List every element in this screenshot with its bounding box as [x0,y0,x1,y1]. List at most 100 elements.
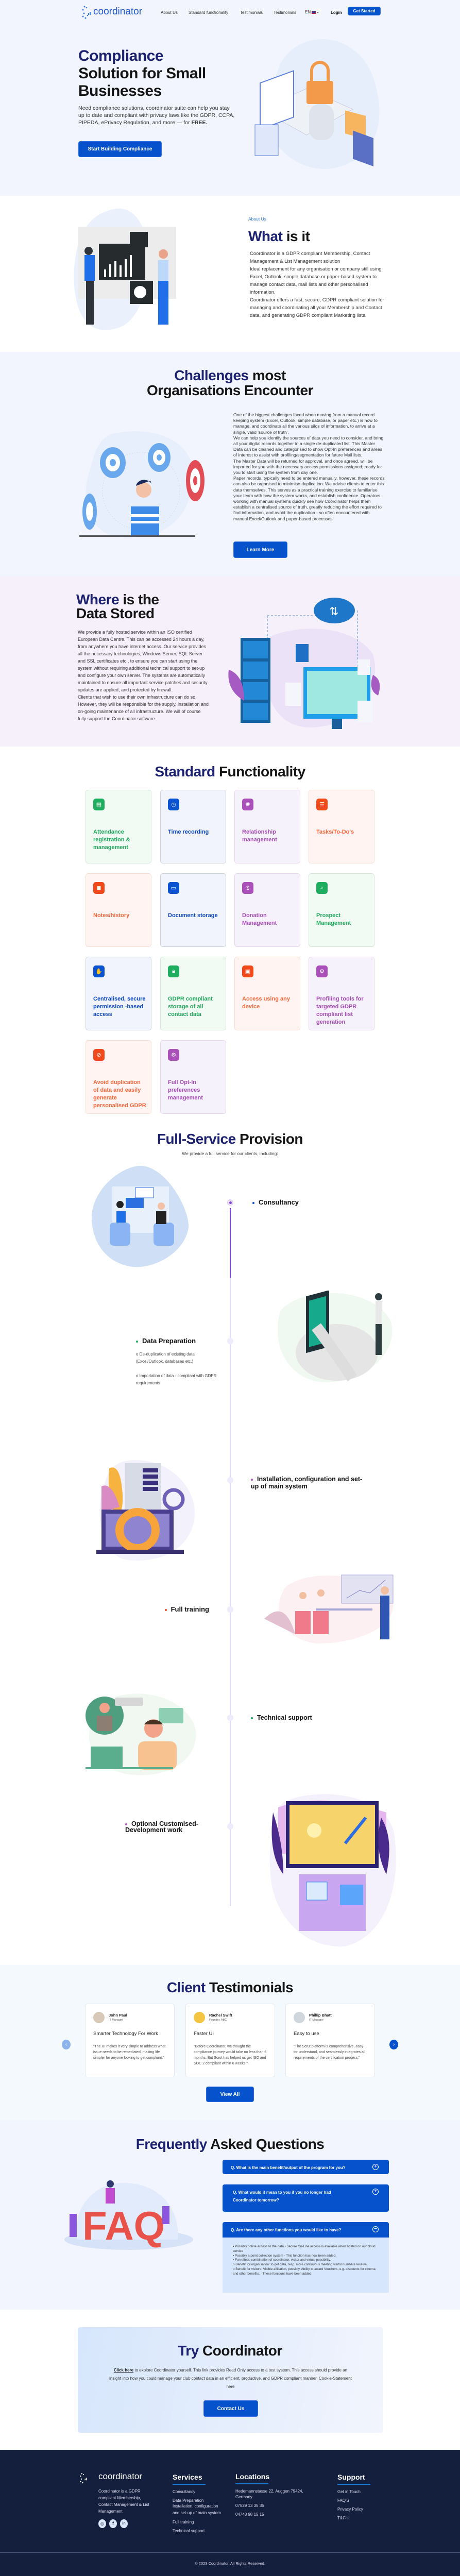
faq-question-text: Q. What would it mean to you if you no l… [233,2190,331,2202]
about-paragraph: Ideal replacement for any organisation o… [250,266,382,295]
service-title: Full training [171,1605,209,1613]
faq-question-3[interactable]: Q. Are there any other functions you wou… [223,2222,389,2238]
checklist-icon: ☰ [316,799,328,810]
linkedin-icon[interactable]: in [120,2519,128,2528]
feature-label: Relationship management [242,829,277,843]
footer-phone[interactable]: 07529 13 35 35 [235,2503,264,2508]
service-title: Installation, configuration and set-up o… [251,1476,363,1490]
faq-answer-panel: ▪ Possibly online access to the data - S… [223,2238,389,2293]
data-preparation-illustration [270,1290,395,1383]
bullet-icon [252,1201,254,1204]
faq-illustration: FAQ [62,2173,196,2252]
footer-brand: coordinator [98,2471,143,2481]
feature-label: Document storage [168,912,218,919]
footer-link[interactable]: T&C's [337,2516,349,2520]
try-title-rest: Coordinator [198,2343,282,2359]
login-link[interactable]: Login [331,10,342,15]
footer-link[interactable]: Technical support [173,2529,205,2533]
heading-underline [173,2484,206,2485]
nav-standard-functionality[interactable]: Standard functionality [189,10,228,15]
testimonials-title-accent: Client [166,1979,206,1995]
language-selector[interactable]: EN ▾ [305,10,319,14]
footer-address: Hedemannstasse 22, Auggen 79424, Germany [235,2489,303,2499]
footer-link[interactable]: Data Preparation [173,2498,204,2503]
footer-locations-heading: Locations [235,2472,270,2481]
footer-link[interactable]: Get in Touch [337,2489,361,2494]
try-title-accent: Try [178,2343,199,2359]
preferences-gear-icon: ⚙ [168,1049,179,1061]
try-description: Click here to explore Coordinator yourse… [108,2366,353,2391]
consultancy-illustration [92,1165,191,1268]
timeline-dot-active [227,1199,233,1206]
service-title: Data Preparation [142,1337,196,1345]
footer-phone[interactable]: 04748 98 15 15 [235,2512,264,2517]
heading-underline [235,2483,268,2484]
contact-us-button[interactable]: Contact Us [203,2400,258,2417]
nav-testimonials[interactable]: Testimonials [240,10,263,15]
storage-description: We provide a fully hosted service within… [78,629,209,722]
footer-link[interactable]: Privacy Policy [337,2507,363,2512]
hero-section [0,0,460,196]
click-here-link[interactable]: Click here [113,2368,134,2372]
about-eyebrow: About Us [248,216,266,222]
footer-services: Services Consultancy Data Preparation In… [173,2473,224,2537]
timeline-dot [227,1823,233,1829]
service-subitem: o Importation of data - compliant with G… [136,1374,217,1385]
feature-card: $Donation Management [234,873,300,947]
instagram-icon[interactable]: ◎ [98,2519,106,2528]
faq-question-2[interactable]: Q. What would it mean to you if you no l… [223,2184,389,2212]
facebook-icon[interactable]: f [109,2519,117,2528]
faq-question-text: Q. What is the main benefit/output of th… [231,2165,346,2170]
nav-testimonials-2[interactable]: Testimonials [274,10,297,15]
chevron-left-icon: ‹ [65,2042,67,2047]
testimonial-role: IT Manager [109,2019,124,2022]
faq-title-accent: Frequently [135,2136,208,2152]
challenges-paragraph: The Master Data will be returned for app… [233,458,382,476]
functionality-title-accent: Standard [155,764,215,779]
plus-icon: + [372,2189,379,2195]
service-title: Consultancy [259,1198,299,1206]
about-title: What is it [248,228,310,245]
functionality-title: Standard Functionality [0,764,460,780]
testimonial-heading: Faster UI [194,2031,214,2037]
start-building-compliance-button[interactable]: Start Building Compliance [78,141,162,157]
hero-security-illustration [245,32,385,174]
learn-more-button[interactable]: Learn More [233,541,287,558]
development-illustration [268,1792,397,1949]
faq-title-rest: Asked Questions [207,2136,325,2152]
hero-title-accent: Compliance [78,47,164,64]
device-icon: ▣ [242,965,253,977]
footer-link[interactable]: FAQ'S [337,2498,349,2503]
bullet-icon [251,1478,253,1481]
footer-link[interactable]: Installation, configuration and set-up o… [173,2504,221,2515]
challenges-targets-illustration [79,429,211,540]
bullet-icon [164,1608,167,1611]
avatar [294,2012,305,2023]
feature-card: ◷Time recording [160,790,226,863]
carousel-prev-button[interactable]: ‹ [62,2040,71,2049]
nav-about-us[interactable]: About Us [161,10,178,15]
functionality-title-rest: Functionality [215,764,305,779]
testimonial-card: Phillip Bhatt IT Manager Easy to use "Th… [285,2004,375,2077]
footer-link[interactable]: Consultancy [173,2489,196,2494]
avatar [93,2012,105,2023]
faq-question-1[interactable]: Q. What is the main benefit/output of th… [223,2160,389,2174]
feature-card: ⌕Prospect Management [309,873,374,947]
brand-logo-link[interactable]: coordinator [93,6,143,17]
feature-card: 🔒︎GDPR compliant storage of all contact … [160,957,226,1030]
testimonial-heading: Easy to use [294,2031,319,2037]
about-paragraph: Coordinator offers a fast, secure, GDPR … [250,297,384,318]
get-started-button[interactable]: Get Started [348,7,381,15]
handshake-icon: ✺ [242,799,253,810]
about-paragraph: Coordinator is a GDPR compliant Membersh… [250,251,370,264]
carousel-next-button[interactable]: › [389,2040,398,2049]
testimonial-quote: "The UI makes it very simple to address … [93,2045,166,2060]
timeline-dot [227,1715,233,1721]
bullet-icon [136,1340,138,1343]
try-text: to explore Coordinator yourself. This li… [109,2368,352,2389]
footer-link[interactable]: Full training [173,2520,194,2524]
view-all-testimonials-button[interactable]: View All [206,2087,254,2102]
feature-label: Full Opt-In preferences management [168,1079,203,1101]
